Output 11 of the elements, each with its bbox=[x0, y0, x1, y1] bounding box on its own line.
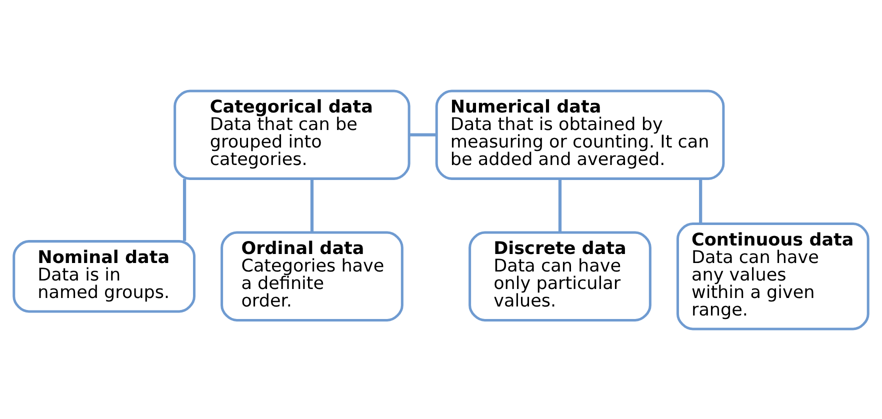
node-box: Numerical data Data that is obtained by measuring or counting. It can be added and averaged. bbox=[435, 89, 725, 180]
connector bbox=[699, 178, 702, 223]
connector bbox=[182, 178, 186, 240]
node-box: Continuous data Data can have any values within a given range. bbox=[676, 222, 870, 330]
connector bbox=[558, 178, 562, 232]
node-box: Discrete data Data can have only particular values. bbox=[468, 230, 652, 321]
connector bbox=[310, 178, 314, 232]
node-box: Categorical data Data that can be grouped into categories. bbox=[174, 89, 410, 180]
node-box: Ordinal data Categories have a definite order. bbox=[220, 230, 404, 321]
node-box: Nominal data Data is in named groups. bbox=[12, 240, 196, 312]
connector bbox=[409, 132, 437, 136]
